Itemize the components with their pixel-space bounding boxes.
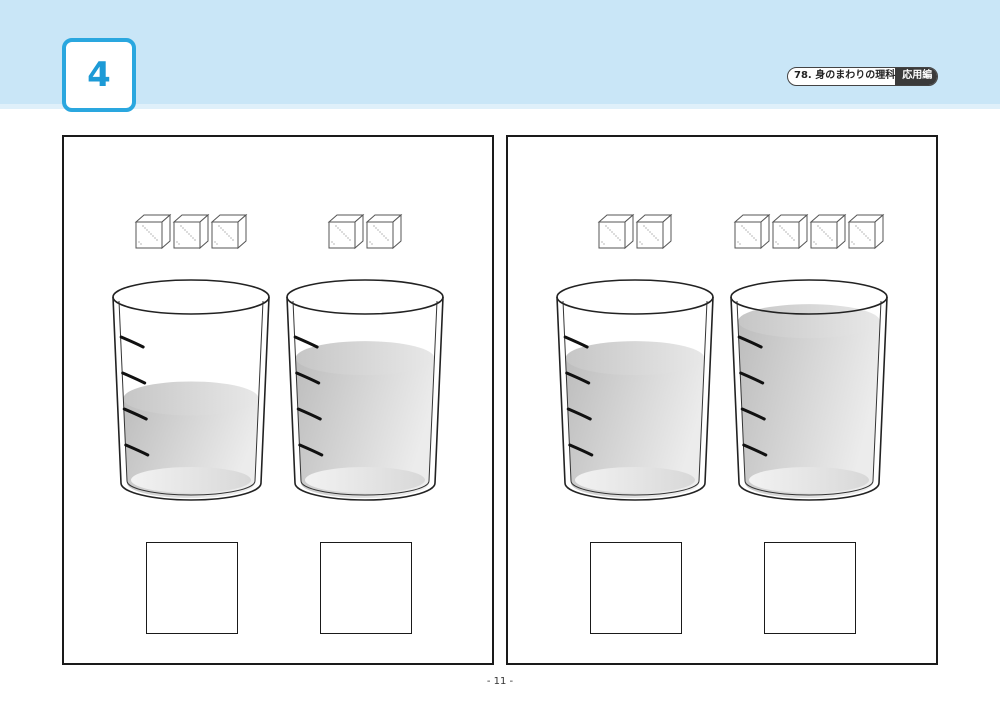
graduation-mark xyxy=(119,335,145,349)
beaker-icon xyxy=(112,279,270,501)
sugar-cube-icon xyxy=(635,213,673,250)
graduation-mark xyxy=(742,443,768,457)
sugar-cube-icon xyxy=(327,213,365,250)
beaker-icon xyxy=(286,279,444,501)
graduation-mark xyxy=(737,335,763,349)
beaker-icon xyxy=(556,279,714,501)
question-number-badge: 4 xyxy=(62,38,136,112)
panel-right-illustration xyxy=(556,213,888,501)
header-divider xyxy=(0,104,1000,109)
sugar-cube-icon xyxy=(771,213,809,250)
graduation-mark xyxy=(296,407,322,421)
graduation-mark xyxy=(563,335,589,349)
water xyxy=(738,321,880,498)
graduation-mark xyxy=(568,443,594,457)
sugar-cube-icon xyxy=(365,213,403,250)
graduation-mark xyxy=(298,443,324,457)
beaker-icon xyxy=(730,279,888,501)
graduation-mark xyxy=(739,371,765,385)
graduation-mark xyxy=(740,407,766,421)
water xyxy=(565,358,705,498)
graduation-mark xyxy=(566,407,592,421)
sugar-cube-icon xyxy=(847,213,885,250)
lesson-level: 応用編 xyxy=(895,68,937,85)
sugar-cube-icon xyxy=(597,213,635,250)
header-band xyxy=(0,0,1000,104)
panel-left xyxy=(62,135,494,665)
sugar-cube-icon xyxy=(172,213,210,250)
graduation-mark xyxy=(122,407,148,421)
graduation-mark xyxy=(124,443,150,457)
page-number: - 11 - xyxy=(486,676,514,687)
lesson-label: 78. 身のまわりの理科 応用編 xyxy=(787,67,938,86)
answer-box[interactable] xyxy=(764,542,856,634)
sugar-cube-icon xyxy=(134,213,172,250)
sugar-cube-icon xyxy=(733,213,771,250)
sugar-cube-icon xyxy=(210,213,248,250)
sugar-cube-icon xyxy=(809,213,847,250)
answer-box[interactable] xyxy=(590,542,682,634)
answer-box[interactable] xyxy=(146,542,238,634)
answer-box[interactable] xyxy=(320,542,412,634)
graduation-mark xyxy=(565,371,591,385)
panel-left-illustration xyxy=(112,213,444,501)
graduation-mark xyxy=(293,335,319,349)
water xyxy=(295,358,435,498)
graduation-mark xyxy=(295,371,321,385)
lesson-title: 78. 身のまわりの理科 xyxy=(794,70,896,81)
panel-right xyxy=(506,135,938,665)
graduation-mark xyxy=(121,371,147,385)
